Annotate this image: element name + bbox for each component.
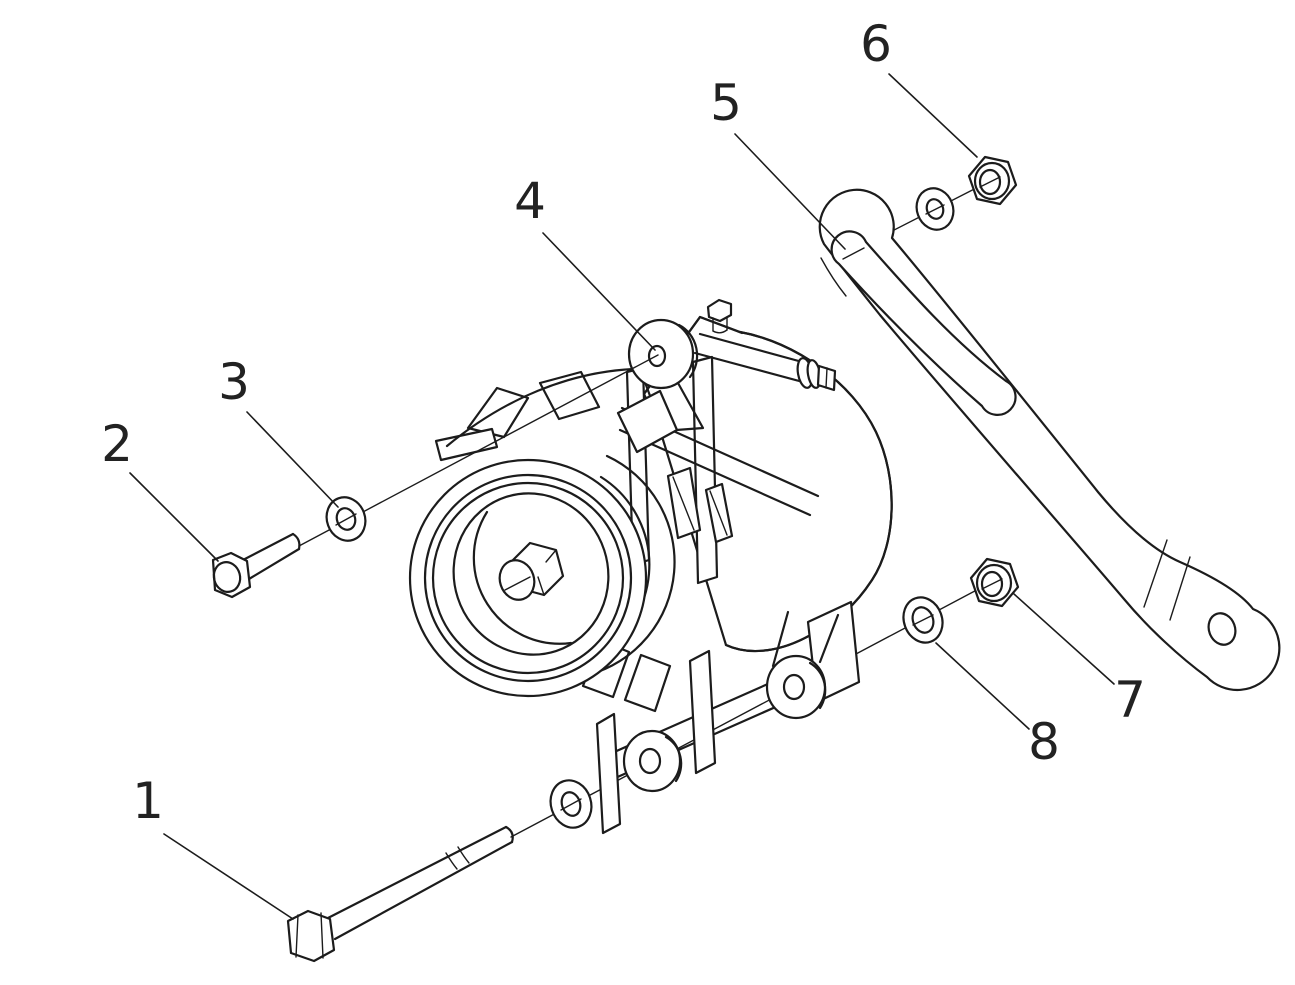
callout-6-label: 6	[860, 15, 892, 73]
arm-outline	[818, 188, 1281, 692]
leader-line-6	[888, 73, 978, 158]
pulley-center-dash	[504, 576, 531, 591]
nut7-center-dash	[981, 578, 1003, 590]
arm-edge-thickness	[820, 257, 847, 297]
front-lower-boss	[622, 729, 683, 793]
rear-boss-face	[765, 654, 827, 720]
pulley-hub	[452, 492, 610, 656]
callout-4-label: 4	[514, 172, 546, 230]
front-foot-plate	[688, 649, 717, 775]
washer1-inner	[560, 791, 582, 817]
vent-louver-2-line	[709, 490, 728, 536]
washer3-inner	[335, 507, 357, 531]
bolt1-thread-break-2	[457, 846, 470, 864]
ear-disc	[627, 318, 695, 390]
bracket-strut-right	[691, 355, 719, 585]
washer1-center-dash	[560, 798, 582, 811]
bolt1-head-facet-1	[295, 914, 299, 958]
washer6-center-dash	[925, 204, 945, 215]
pulley	[408, 458, 648, 698]
leader-line-4	[542, 232, 656, 351]
bolt1-head-facet-2	[320, 912, 324, 959]
nut7-hole	[980, 570, 1004, 598]
ear-hole	[647, 344, 667, 368]
nut6-hole	[978, 168, 1002, 196]
front-boss-hole	[638, 747, 662, 775]
hex-nut-item6	[967, 155, 1018, 206]
callout-3-label: 3	[218, 353, 250, 411]
pulley-rim-inner-edge	[423, 473, 633, 683]
terminal-stud-base	[712, 329, 728, 334]
vent-louver-1-line	[672, 476, 695, 531]
terminal-stud-hex	[706, 298, 733, 323]
bolt1-thread-break-1	[445, 852, 458, 870]
left-foot-plate	[595, 712, 622, 835]
callout-labels: 1 2 3 4 5 6 7 8	[101, 15, 1146, 830]
bolt1-tip	[504, 825, 514, 844]
pivot-bolt-top-line	[698, 332, 808, 365]
leader-line-1	[163, 833, 294, 920]
leader-line-7	[1013, 593, 1115, 685]
leader-line-3	[246, 411, 339, 508]
front-boss-rim	[664, 735, 683, 783]
pivot-bolt-bottom-line	[693, 351, 805, 384]
pulley-hub-crescent	[472, 510, 573, 645]
arm-slot-center-dash	[842, 247, 865, 260]
nut7-chamfer	[975, 563, 1013, 603]
hex-bolt-long	[286, 825, 514, 963]
bolt1-shaft-bottom	[333, 840, 514, 941]
bolt1-shaft-top	[324, 825, 508, 921]
pulley-shaft-tip	[498, 559, 536, 601]
washer8-inner	[911, 606, 935, 634]
callout-8-label: 8	[1028, 713, 1060, 771]
nut6-chamfer	[973, 161, 1011, 201]
bolt2-head-face	[212, 561, 242, 593]
leader-line-2	[129, 472, 219, 562]
callout-1-label: 1	[132, 772, 164, 830]
callout-2-label: 2	[101, 415, 133, 473]
rear-boss-gusset-1	[771, 610, 790, 668]
nut6-center-dash	[979, 176, 1001, 188]
washer8-center-dash	[912, 614, 934, 626]
arm-end-hole	[1207, 612, 1237, 646]
leader-lines	[129, 73, 1115, 920]
mounting-ear	[627, 318, 699, 390]
rear-lower-boss	[765, 610, 840, 720]
leader-line-5	[734, 133, 846, 250]
arm-elbow-crease-2	[1169, 556, 1191, 621]
bolt1-head	[286, 909, 336, 963]
pulley-groove-ridge	[431, 481, 625, 675]
fan-blade	[616, 389, 679, 454]
pivot-bolt-nut-facet	[825, 367, 828, 389]
fan-blade	[623, 653, 672, 713]
arm-slot	[830, 230, 1017, 416]
bolt2-head	[211, 551, 252, 599]
rear-boss-gusset-2	[818, 613, 840, 664]
bolt2-shaft-bottom	[247, 547, 301, 581]
fan-shroud-arc	[445, 367, 636, 448]
pulley-nut-facet-2	[545, 549, 557, 563]
callout-7-label: 7	[1114, 671, 1146, 729]
bolt2-tip	[291, 532, 301, 551]
callout-5-label: 5	[710, 74, 742, 132]
rear-boss-rim	[808, 661, 827, 710]
fan-blade	[434, 427, 499, 462]
hex-bolt-short	[211, 532, 301, 599]
hex-nut-item7	[969, 557, 1020, 608]
leader-line-8	[935, 642, 1030, 730]
rear-boss-hole	[782, 673, 806, 701]
washer3-center-dash	[335, 513, 357, 526]
pulley-nut-facet-1	[537, 576, 545, 596]
rear-flange-outer-arc	[586, 454, 676, 677]
bolt2-shaft-top	[239, 532, 295, 563]
arm-elbow-crease-1	[1143, 539, 1168, 608]
adjusting-arm	[818, 188, 1281, 692]
ear-rear-rim	[677, 323, 699, 379]
